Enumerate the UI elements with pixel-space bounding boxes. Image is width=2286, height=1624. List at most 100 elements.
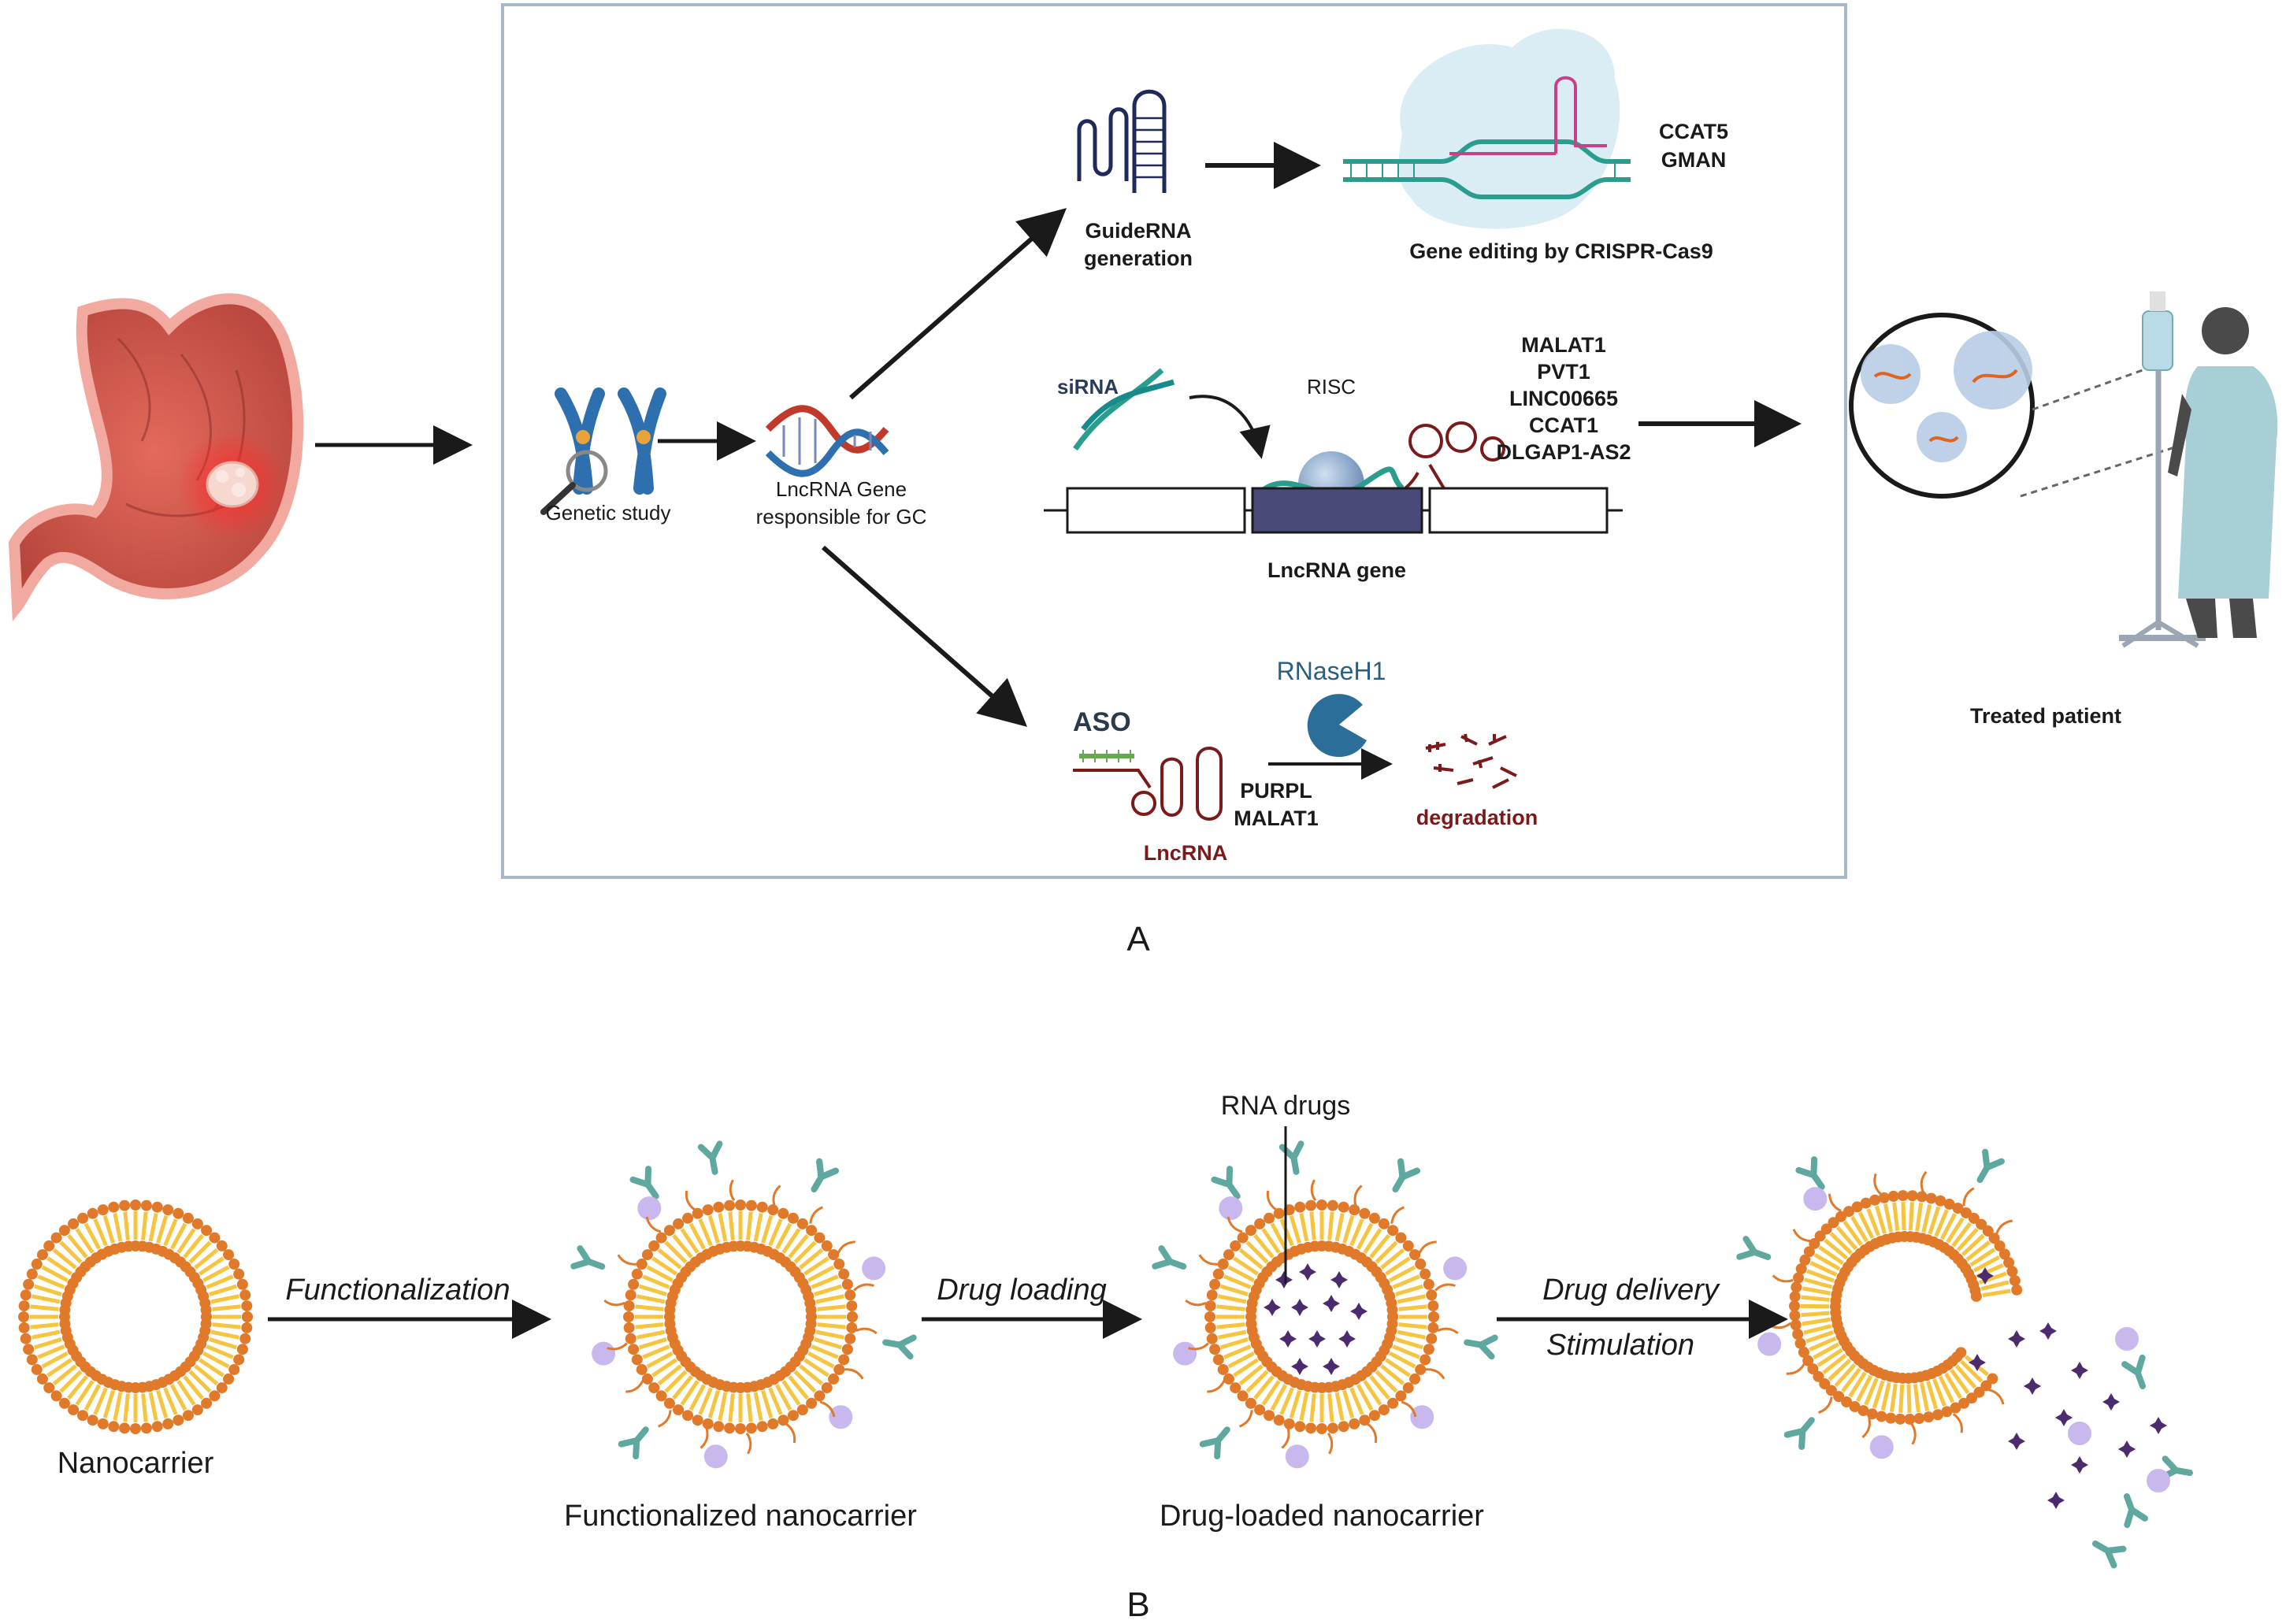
- aso-target-2: MALAT1: [1234, 806, 1319, 830]
- rna-drug-icon: [1969, 1354, 1986, 1371]
- stage-label-nanocarrier: Nanocarrier: [58, 1447, 214, 1480]
- rna-drug-icon: [1338, 1330, 1356, 1348]
- guide-rna-icon: [1077, 89, 1167, 193]
- arrow-to-aso: [822, 545, 1028, 727]
- panel-b: Nanocarrier Functionalized nanocarrier D…: [18, 1091, 2193, 1624]
- treated-patient-label: Treated patient: [1970, 704, 2121, 728]
- ligand-icon: [1757, 1332, 1782, 1356]
- antibody-icon: [811, 1158, 839, 1193]
- rna-drug-icon: [1275, 1271, 1293, 1288]
- antibody-icon: [1211, 1166, 1241, 1199]
- antibody-icon: [697, 1140, 723, 1175]
- rna-drug-icon: [1299, 1263, 1316, 1281]
- chromosome-icon: [540, 387, 666, 515]
- rna-fragments-icon: [1425, 733, 1517, 789]
- stomach-illustration: [8, 293, 304, 621]
- antibody-icon: [1199, 1426, 1230, 1460]
- ligand-icon: [592, 1341, 616, 1366]
- antibody-icon: [1392, 1158, 1420, 1193]
- sirna-target-4: CCAT1: [1529, 413, 1598, 437]
- panel-a-box: [501, 3, 1847, 879]
- arrow-to-guiderna: [849, 208, 1067, 400]
- lncrna-label: LncRNA: [1144, 841, 1228, 865]
- stage-label-functionalized: Functionalized nanocarrier: [564, 1500, 917, 1533]
- lncrna-gene-label-line2: responsible for GC: [756, 505, 927, 528]
- released-nanocarrier-icon: [1736, 1148, 2193, 1569]
- ligand-icon: [862, 1256, 886, 1281]
- rna-drug-icon: [1279, 1330, 1297, 1348]
- rna-drug-icon: [2118, 1440, 2136, 1458]
- dna-helix-icon: [765, 405, 889, 477]
- rna-drug-icon: [2024, 1377, 2041, 1395]
- antibody-icon: [2092, 1541, 2127, 1569]
- rna-drug-icon: [1308, 1330, 1326, 1348]
- guiderna-label-line2: generation: [1084, 247, 1193, 270]
- lncrna-gene-label-line1: LncRNA Gene: [776, 477, 907, 501]
- ligand-icon: [1285, 1444, 1309, 1469]
- rna-drug-icon: [2055, 1409, 2073, 1426]
- ligand-icon: [1803, 1187, 1828, 1211]
- step-functionalization: Functionalization: [285, 1274, 510, 1307]
- ligand-icon: [2147, 1469, 2170, 1492]
- stage-label-drug-loaded: Drug-loaded nanocarrier: [1160, 1500, 1484, 1533]
- ligand-icon: [1410, 1405, 1434, 1429]
- genetic-study-label: Genetic study: [546, 501, 671, 525]
- ligand-icon: [829, 1405, 853, 1429]
- crispr-target-2: GMAN: [1661, 148, 1727, 172]
- sirna-label: siRNA: [1057, 375, 1119, 399]
- antibody-icon: [570, 1245, 606, 1270]
- antibody-icon: [629, 1166, 659, 1199]
- rna-drug-icon: [1323, 1358, 1340, 1375]
- step-stimulation: Stimulation: [1546, 1329, 1694, 1362]
- sirna-duplex-icon: [1073, 368, 1175, 451]
- antibody-icon: [1736, 1236, 1772, 1261]
- step-drug-loading: Drug loading: [937, 1274, 1106, 1307]
- antibody-icon: [1278, 1140, 1304, 1175]
- antibody-icon: [1795, 1156, 1825, 1190]
- rna-drug-icon: [2039, 1322, 2057, 1340]
- rna-drug-icon: [1350, 1303, 1368, 1320]
- antibody-icon: [1976, 1148, 2005, 1184]
- antibody-icon: [1152, 1245, 1187, 1270]
- rna-drug-icon: [2008, 1330, 2025, 1348]
- lncrna-gene-caption: LncRNA gene: [1267, 558, 1406, 582]
- ligand-icon: [2115, 1327, 2139, 1351]
- sirna-target-5: DLGAP1-AS2: [1496, 440, 1631, 464]
- rna-drug-icon: [1264, 1299, 1281, 1316]
- rna-drug-icon: [1323, 1295, 1340, 1312]
- rna-drugs-label: RNA drugs: [1221, 1091, 1350, 1121]
- rna-drug-icon: [2071, 1456, 2088, 1474]
- sirna-target-1: MALAT1: [1521, 333, 1606, 357]
- nanocarrier-icon: [18, 1199, 253, 1434]
- arrow-sirna-to-risc: [1189, 395, 1271, 459]
- patient-figure-icon: [2168, 307, 2278, 638]
- rnaseh1-pacman-icon: [1307, 694, 1367, 758]
- rna-drug-icon: [2150, 1417, 2167, 1434]
- rna-drug-icon: [1976, 1267, 1994, 1285]
- ligand-icon: [1173, 1341, 1197, 1366]
- drug-loaded-nanocarrier-icon: [1152, 1140, 1498, 1469]
- antibody-icon: [2121, 1354, 2146, 1389]
- zoom-circle: [1849, 313, 2183, 499]
- panel-a: Genetic study LncRNA Gene responsible fo…: [8, 3, 2278, 958]
- aso-label: ASO: [1073, 707, 1131, 737]
- crispr-caption: Gene editing by CRISPR-Cas9: [1409, 239, 1713, 263]
- rna-drug-icon: [1291, 1358, 1308, 1375]
- sirna-target-3: LINC00665: [1509, 387, 1618, 410]
- rna-drug-icon: [2102, 1393, 2120, 1411]
- panel-b-label: B: [1126, 1585, 1149, 1624]
- rna-drug-icon: [2071, 1362, 2088, 1379]
- rna-drug-icon: [2047, 1492, 2065, 1509]
- ligand-icon: [1219, 1196, 1243, 1221]
- aso-target-1: PURPL: [1240, 779, 1312, 803]
- ligand-icon: [1869, 1435, 1894, 1459]
- guiderna-label-line1: GuideRNA: [1085, 219, 1192, 243]
- rna-drug-icon: [2008, 1433, 2025, 1450]
- ligand-icon: [1443, 1256, 1468, 1281]
- ligand-icon: [637, 1196, 662, 1221]
- sirna-target-2: PVT1: [1537, 360, 1590, 384]
- antibody-icon: [1464, 1334, 1498, 1360]
- ligand-icon: [2068, 1422, 2091, 1445]
- antibody-icon: [618, 1426, 649, 1460]
- crispr-cas9-icon: [1343, 28, 1631, 229]
